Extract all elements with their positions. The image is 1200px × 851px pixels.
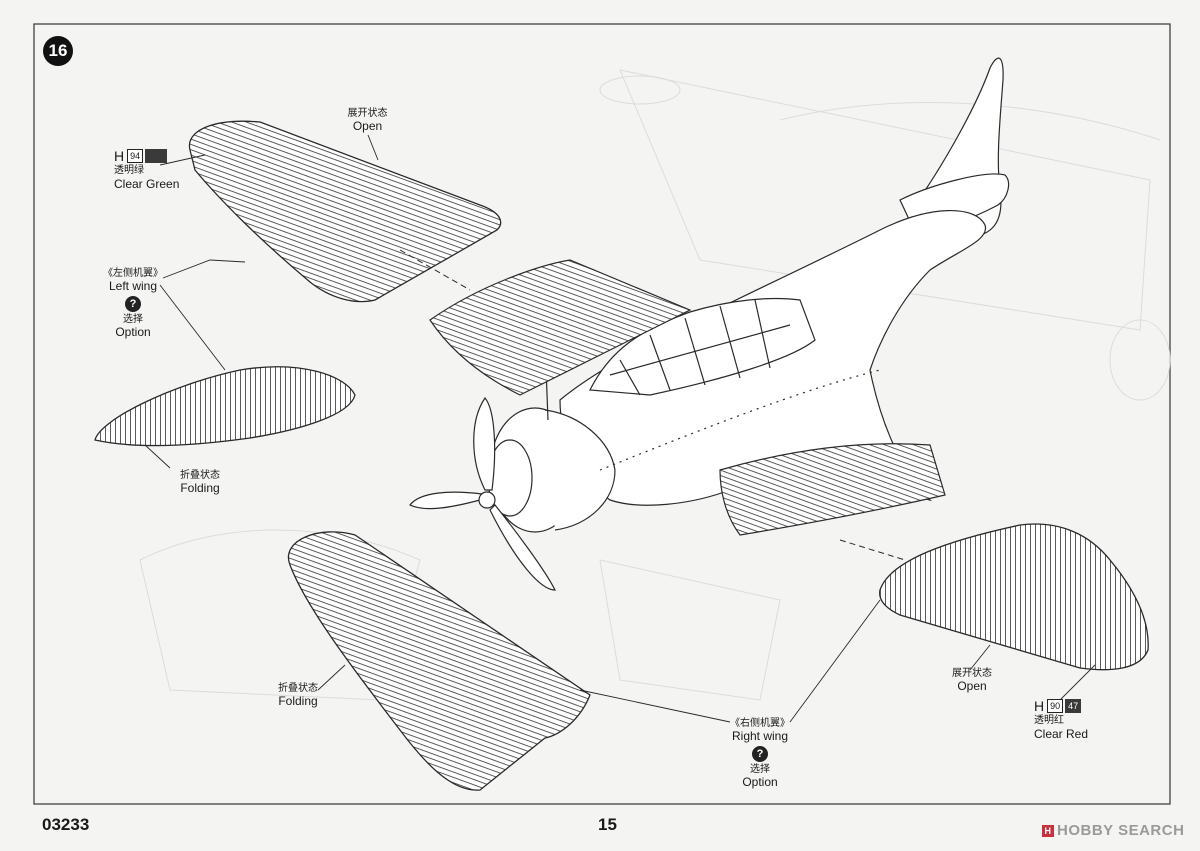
label-lower-folding-cn: 折叠状态 xyxy=(278,683,318,694)
label-top-open: 展开状态 Open xyxy=(340,108,395,133)
label-right-wing-en: Right wing xyxy=(731,728,789,743)
paint-name-en: Clear Green xyxy=(114,176,180,191)
option-question-icon: ? xyxy=(752,746,768,763)
label-lower-folding: 折叠状态 Folding xyxy=(268,683,328,708)
assembly-line-left xyxy=(399,249,471,291)
background-ghost-drawing xyxy=(139,69,1171,701)
lower-wing-folding xyxy=(287,531,591,791)
step-number-badge: 16 xyxy=(43,36,73,66)
right-wing-root xyxy=(719,443,946,536)
watermark-text: HOBBY SEARCH xyxy=(1057,822,1185,839)
label-right-wing: 《右侧机翼》 Right wing ? 选择 Option xyxy=(722,718,798,790)
label-top-open-cn: 展开状态 xyxy=(347,108,388,119)
paint-code-box: 94 xyxy=(127,149,144,164)
paint-callout-clear-green: H 94 透明绿 Clear Green xyxy=(114,148,179,191)
label-left-option-en: Option xyxy=(115,324,151,339)
left-wing-open xyxy=(188,120,502,303)
page-number: 15 xyxy=(598,815,617,834)
paint-name-cn: 透明绿 xyxy=(114,164,144,176)
paint-code-box: 90 xyxy=(1047,699,1064,714)
kit-code: 03233 xyxy=(42,815,90,834)
label-left-wing: 《左侧机翼》 Left wing ? 选择 Option xyxy=(95,268,171,340)
label-left-folding: 折叠状态 Folding xyxy=(170,470,230,495)
label-right-option-cn: 选择 xyxy=(750,764,770,776)
label-lower-folding-en: Folding xyxy=(278,693,318,708)
hobby-search-logo-icon: H xyxy=(1042,825,1054,837)
canopy-frames xyxy=(609,299,791,396)
left-wing-folding xyxy=(94,366,356,447)
paint-letter: H xyxy=(1034,698,1045,714)
label-left-wing-en: Left wing xyxy=(108,278,158,293)
label-right-wing-cn: 《右侧机翼》 xyxy=(730,718,790,729)
propeller xyxy=(409,397,556,591)
label-left-folding-cn: 折叠状态 xyxy=(180,470,220,481)
paint-callout-clear-red: H 90 47 透明红 Clear Red xyxy=(1034,698,1088,741)
paint-name-cn: 透明红 xyxy=(1034,714,1064,726)
left-wing-root xyxy=(429,259,692,396)
assembly-line-right xyxy=(839,539,906,561)
paint-swatch xyxy=(145,149,168,164)
label-top-open-en: Open xyxy=(352,118,383,133)
label-left-option-cn: 选择 xyxy=(123,314,143,326)
paint-code-swatch: 47 xyxy=(1065,699,1082,714)
label-right-option-en: Option xyxy=(742,774,778,789)
fuselage xyxy=(409,57,1010,591)
label-left-folding-en: Folding xyxy=(180,480,220,495)
label-left-wing-cn: 《左侧机翼》 xyxy=(103,268,163,279)
page-frame xyxy=(33,23,1171,805)
leader-lines xyxy=(144,134,1096,723)
label-right-open-en: Open xyxy=(957,678,987,693)
right-wing-open xyxy=(879,523,1149,671)
label-right-open-cn: 展开状态 xyxy=(952,668,992,679)
paint-letter: H xyxy=(114,148,125,164)
option-question-icon: ? xyxy=(125,296,141,313)
paint-name-en: Clear Red xyxy=(1034,726,1089,741)
label-right-open: 展开状态 Open xyxy=(942,668,1002,693)
